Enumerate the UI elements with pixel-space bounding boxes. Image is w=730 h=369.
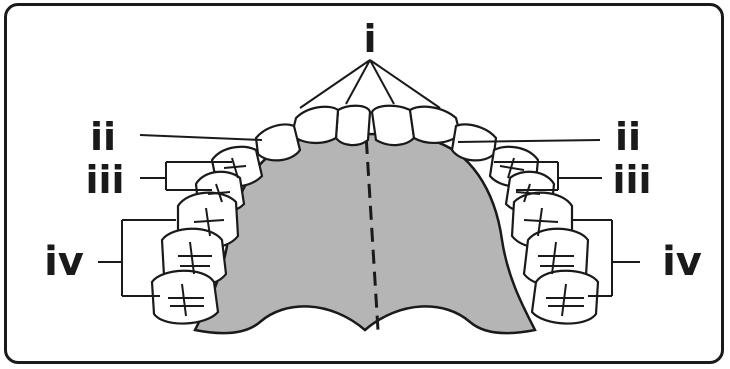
- label-canine-left: ii: [90, 115, 116, 159]
- label-molars-left: iv: [44, 239, 84, 285]
- lateral-incisor-left: [292, 107, 338, 143]
- label-molars-right: iv: [662, 239, 702, 285]
- label-premolars-left: iii: [85, 158, 124, 202]
- label-canine-right: ii: [615, 115, 641, 159]
- incisor-leader-1: [300, 60, 370, 108]
- label-incisors: i: [363, 17, 376, 61]
- incisor-leader-3: [370, 60, 394, 104]
- central-incisor-right: [372, 106, 414, 145]
- label-premolars-right: iii: [612, 158, 651, 202]
- canine-leader-left: [140, 135, 262, 140]
- lateral-incisor-right: [410, 107, 460, 143]
- canine-left: [256, 125, 300, 161]
- incisor-leader-4: [370, 60, 440, 108]
- central-incisor-left: [336, 106, 370, 145]
- incisor-leader-2: [346, 60, 370, 104]
